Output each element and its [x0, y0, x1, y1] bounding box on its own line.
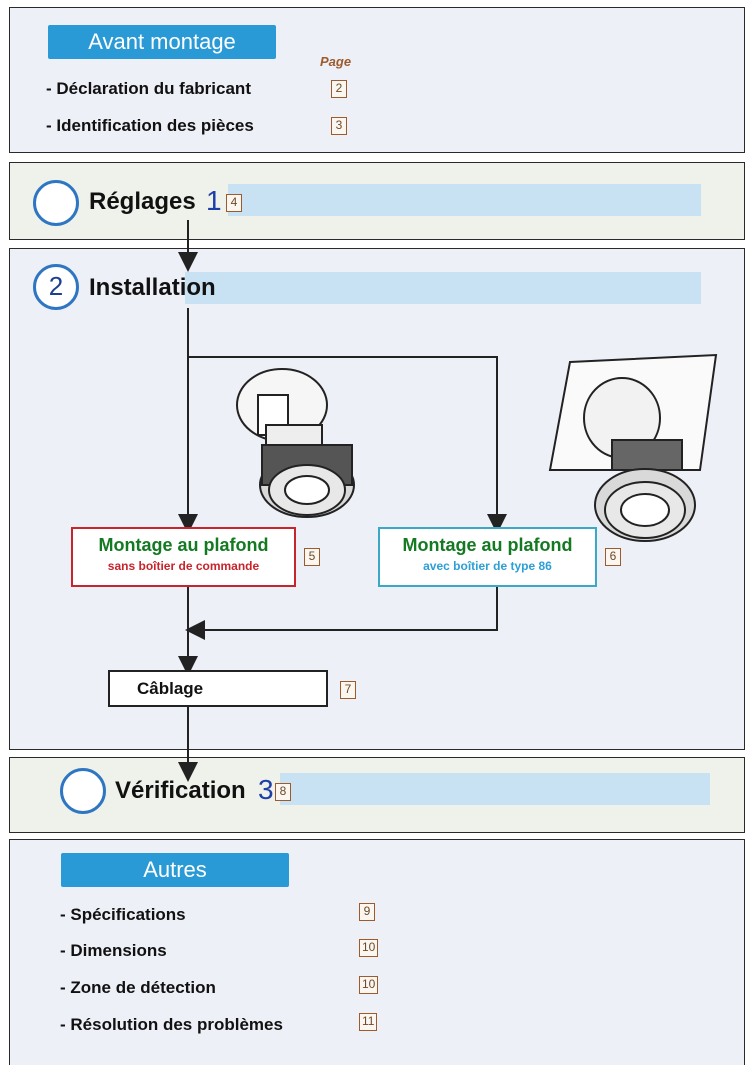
- page-column-header: Page: [320, 54, 352, 69]
- autres-title: Autres: [61, 853, 289, 887]
- toc-item-specifications[interactable]: - Spécifications: [60, 905, 186, 924]
- installation-title[interactable]: Installation: [89, 274, 216, 301]
- verification-band: [280, 773, 710, 805]
- verification-circle: [60, 768, 106, 814]
- option-a-subtitle: sans boîtier de commande: [107, 559, 260, 573]
- option-a-title: Montage au plafond: [98, 535, 269, 555]
- page-ref-reglages[interactable]: 4: [226, 194, 242, 212]
- toc-item-dimensions[interactable]: - Dimensions: [60, 941, 167, 960]
- option-b-subtitle: avec boîtier de type 86: [423, 559, 552, 573]
- page-ref-cablage[interactable]: 7: [340, 681, 356, 699]
- page-ref-option-a[interactable]: 5: [304, 548, 320, 566]
- installation-band: [185, 272, 701, 304]
- page-ref-specifications[interactable]: 9: [359, 903, 375, 921]
- sensor-86-box-illustration: [548, 353, 718, 542]
- verification-panel: Vérification 3 8: [9, 757, 745, 833]
- arrow-option-b-cablage: [185, 587, 498, 640]
- reglages-title[interactable]: Réglages: [89, 188, 196, 215]
- cablage-label: Câblage: [137, 679, 204, 698]
- verification-number: 3: [258, 774, 274, 805]
- page-ref-identification[interactable]: 3: [331, 117, 347, 135]
- reglages-circle: [33, 180, 79, 226]
- option-ceiling-no-box[interactable]: Montage au plafond sans boîtier de comma…: [71, 527, 296, 587]
- autres-panel: Autres - Spécifications 9 - Dimensions 1…: [9, 839, 745, 1065]
- avant-montage-panel: Avant montage Page - Déclaration du fabr…: [9, 7, 745, 153]
- page-ref-dimensions[interactable]: 10: [359, 939, 379, 957]
- page-ref-option-b[interactable]: 6: [605, 548, 621, 566]
- arrow-to-option-b: [188, 356, 507, 534]
- reglages-band: [228, 184, 701, 216]
- toc-item-declaration[interactable]: - Déclaration du fabricant: [46, 79, 251, 98]
- avant-montage-title: Avant montage: [48, 25, 276, 59]
- toc-item-resolution[interactable]: - Résolution des problèmes: [60, 1015, 283, 1034]
- option-ceiling-86-box[interactable]: Montage au plafond avec boîtier de type …: [378, 527, 597, 587]
- installation-panel: 2 Installation: [9, 248, 745, 750]
- toc-item-zone[interactable]: - Zone de détection: [60, 978, 216, 997]
- page-ref-declaration[interactable]: 2: [331, 80, 347, 98]
- toc-item-identification[interactable]: - Identification des pièces: [46, 116, 254, 135]
- option-b-title: Montage au plafond: [402, 535, 573, 555]
- reglages-panel: Réglages 1 4: [9, 162, 745, 240]
- page-ref-verification[interactable]: 8: [275, 783, 291, 801]
- installation-number: 2: [48, 271, 64, 301]
- cablage-box[interactable]: Câblage: [108, 670, 328, 707]
- installation-step-circle: 2: [33, 264, 79, 310]
- sensor-ceiling-illustration: [236, 368, 355, 518]
- page-ref-resolution[interactable]: 11: [359, 1013, 378, 1031]
- page-ref-zone[interactable]: 10: [359, 976, 379, 994]
- reglages-number: 1: [206, 185, 222, 216]
